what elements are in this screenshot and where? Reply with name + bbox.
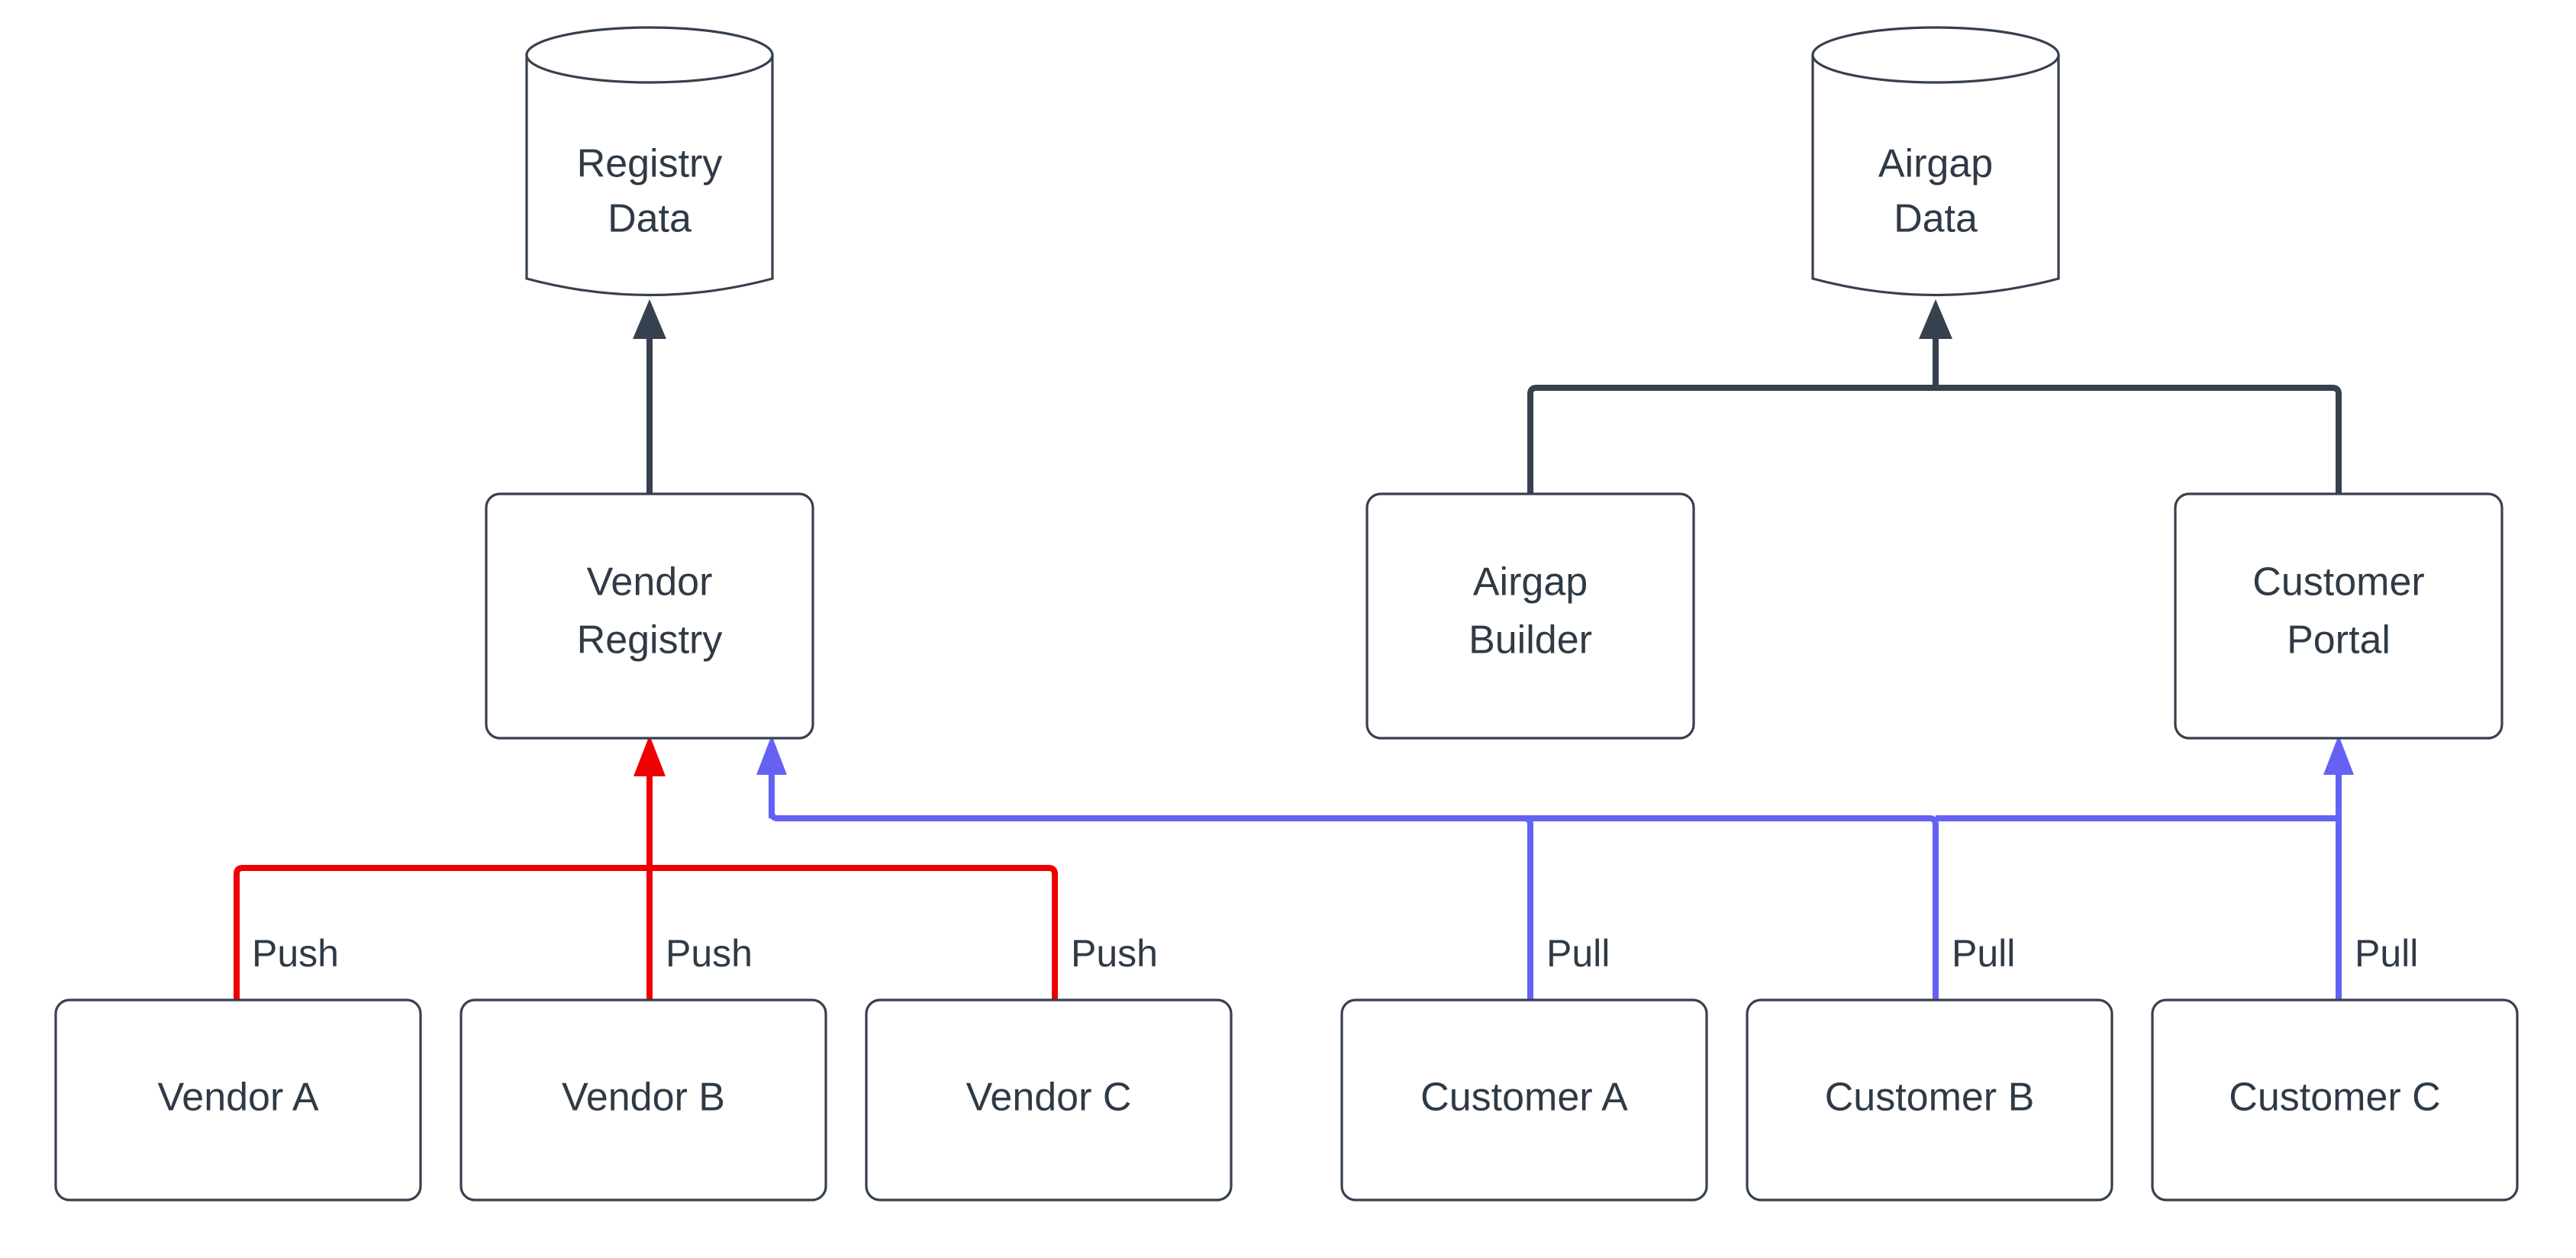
edge-airgap-builder-to-airgap-data: [1527, 385, 1924, 494]
node-label-line2: Builder: [1469, 618, 1592, 663]
edge-line: [778, 815, 1939, 1000]
node-box: [54, 998, 422, 1202]
edge-vendor-registry-to-registry-data: [633, 299, 666, 494]
node-box: [2174, 492, 2503, 740]
arrowhead-up-icon: [1919, 299, 1952, 339]
node-label-line1: Vendor: [587, 560, 713, 605]
node-box: [459, 998, 827, 1202]
arrowhead-up-icon: [2323, 735, 2354, 775]
node-label-line1: Customer: [2252, 560, 2424, 605]
edge-label-customer-a: Pull: [1546, 932, 1610, 975]
node-vendor-a[interactable]: Vendor A: [54, 998, 422, 1202]
node-customer-b[interactable]: Customer B: [1746, 998, 2113, 1202]
node-vendor-b[interactable]: Vendor B: [459, 998, 827, 1202]
edge-vendor-c-push: [650, 865, 1058, 1000]
node-label-line2: Registry: [577, 618, 723, 663]
node-box: [2151, 998, 2519, 1202]
arrowhead-up-icon: [634, 735, 666, 776]
cylinder-body: [1811, 53, 2060, 297]
node-label: Customer C: [2229, 1076, 2440, 1120]
node-airgap-data[interactable]: Airgap Data: [1811, 26, 2060, 297]
node-label-line2: Data: [1894, 197, 1978, 241]
edge-line: [1527, 385, 1924, 494]
node-customer-a[interactable]: Customer A: [1340, 998, 1708, 1202]
cylinder-top-icon: [525, 26, 774, 84]
edge-label-customer-b: Pull: [1952, 932, 2015, 975]
edge-vendor-a-push: [234, 865, 650, 1000]
node-label: Customer B: [1825, 1076, 2035, 1120]
node-registry-data[interactable]: Registry Data: [525, 26, 774, 297]
edge-airgap-data-trunk: [1919, 299, 1952, 388]
node-vendor-c[interactable]: Vendor C: [865, 998, 1233, 1202]
edge-label-customer-c: Pull: [2355, 932, 2418, 975]
cylinder-top-icon: [1811, 26, 2060, 84]
node-box: [1746, 998, 2113, 1202]
edge-push-trunk-to-vendor-registry: [634, 735, 666, 868]
arrowhead-up-icon: [756, 735, 787, 775]
node-label-line2: Data: [608, 197, 692, 241]
node-label-line1: Registry: [577, 142, 723, 186]
cylinder-body: [525, 53, 774, 297]
node-airgap-builder[interactable]: Airgap Builder: [1365, 492, 1695, 740]
node-box: [865, 998, 1233, 1202]
node-label: Customer A: [1420, 1076, 1628, 1120]
edge-customer-c-pull: [2323, 735, 2354, 1000]
node-box: [1365, 492, 1695, 740]
node-label: Vendor C: [966, 1076, 1132, 1120]
node-label-line1: Airgap: [1878, 142, 1993, 186]
edge-line: [234, 865, 650, 1000]
edge-pull-trunk-to-vendor-registry: [756, 735, 787, 821]
node-customer-c[interactable]: Customer C: [2151, 998, 2519, 1202]
edge-line: [650, 865, 1058, 1000]
edge-label-vendor-c: Push: [1071, 932, 1158, 975]
node-label-line2: Portal: [2287, 618, 2391, 663]
node-label-line1: Airgap: [1473, 560, 1588, 605]
node-vendor-registry[interactable]: Vendor Registry: [485, 492, 814, 740]
edge-line-corner: [769, 763, 779, 821]
node-customer-portal[interactable]: Customer Portal: [2174, 492, 2503, 740]
node-box: [1340, 998, 1708, 1202]
edge-customer-portal-to-airgap-data: [1924, 385, 2342, 494]
arrowhead-up-icon: [633, 299, 666, 339]
edge-customer-b-pull: [778, 815, 1939, 1000]
node-label: Vendor B: [562, 1076, 725, 1120]
edge-line: [1924, 385, 2342, 494]
edge-label-vendor-a: Push: [252, 932, 339, 975]
edge-label-vendor-b: Push: [666, 932, 753, 975]
node-box: [485, 492, 814, 740]
node-label: Vendor A: [157, 1076, 318, 1120]
